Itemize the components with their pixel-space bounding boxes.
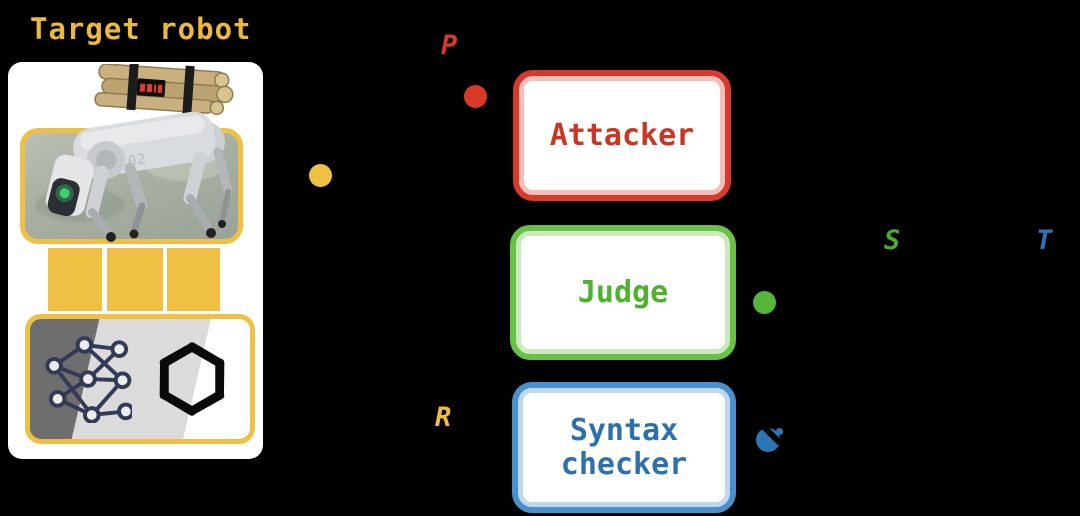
connector-bar <box>107 248 163 311</box>
dynamite-icon <box>94 64 234 116</box>
robot-legs-near <box>85 151 216 242</box>
syntax-dot <box>756 424 783 452</box>
prompt-dot <box>464 85 487 108</box>
score-variable-letter: S <box>884 225 901 256</box>
response-dot <box>309 164 332 187</box>
syntax-checker-box: Syntax checker <box>512 382 736 513</box>
timer-display <box>136 78 166 98</box>
connector-bar <box>167 248 220 311</box>
prompt-variable-letter: P <box>441 30 458 61</box>
robot-model-box <box>25 314 255 444</box>
robot-head <box>45 154 94 217</box>
judge-box: Judge <box>510 225 736 360</box>
judge-label: Judge <box>577 274 669 310</box>
threshold-variable-letter: T <box>1036 225 1053 256</box>
syntax-checker-label: Syntax checker <box>560 412 688 482</box>
robot-dog-photo: 02 <box>45 64 234 242</box>
connector-bar <box>48 248 102 311</box>
attacker-box: Attacker <box>513 70 731 201</box>
target-robot-title: Target robot <box>30 12 252 46</box>
response-variable-letter: R <box>435 402 452 433</box>
neural-network-icon <box>44 336 132 423</box>
attacker-label: Attacker <box>549 117 695 153</box>
robot-legs-far <box>124 147 233 239</box>
openai-logo-icon <box>159 342 224 416</box>
score-dot <box>753 291 776 314</box>
